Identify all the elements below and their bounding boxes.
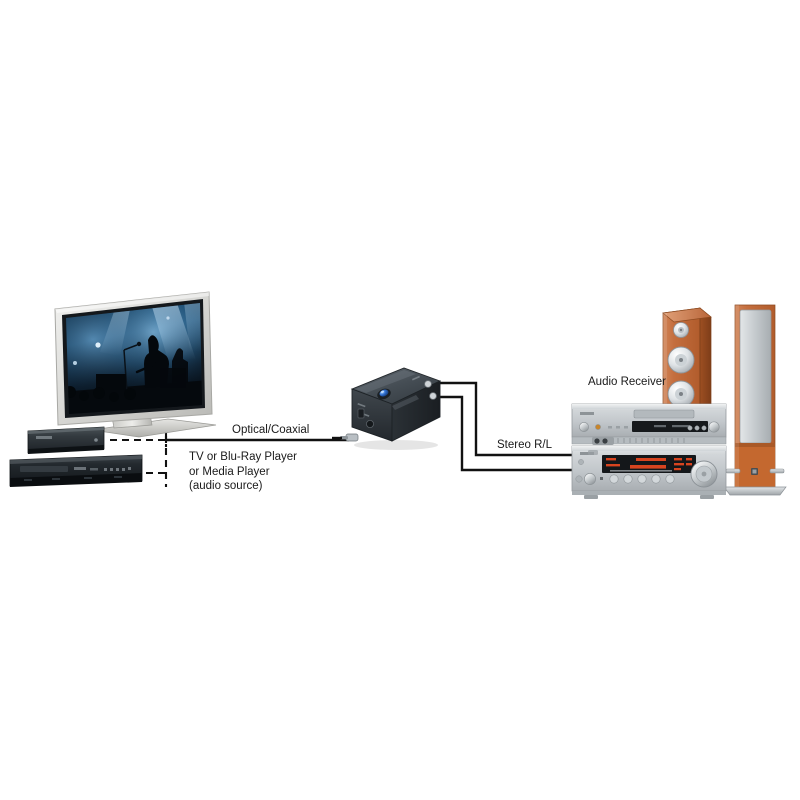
stereo-rl-lines bbox=[432, 381, 592, 472]
set-top-box bbox=[27, 426, 105, 454]
tv-screen bbox=[66, 303, 202, 414]
tower-speaker-right bbox=[723, 304, 787, 496]
receiver-display bbox=[602, 455, 696, 473]
disc-player bbox=[571, 403, 727, 445]
speaker-feet bbox=[723, 468, 787, 496]
speaker-drivers bbox=[667, 322, 695, 408]
connection-lines bbox=[110, 381, 592, 487]
label-optical-coaxial: Optical/Coaxial bbox=[232, 424, 310, 436]
av-receiver bbox=[571, 445, 727, 499]
blu-ray-player bbox=[9, 454, 143, 487]
flat-panel-tv bbox=[54, 291, 217, 438]
label-audio-receiver: Audio Receiver bbox=[588, 376, 666, 388]
audio-converter-box bbox=[332, 367, 442, 450]
tower-speaker-left bbox=[662, 307, 712, 429]
coax-connector bbox=[332, 433, 359, 442]
label-audio-source-note: TV or Blu-Ray Player or Media Player (au… bbox=[189, 451, 298, 493]
dashed-source-links bbox=[110, 424, 168, 487]
label-stereo-rl: Stereo R/L bbox=[497, 439, 552, 451]
output-jacks bbox=[424, 380, 437, 400]
